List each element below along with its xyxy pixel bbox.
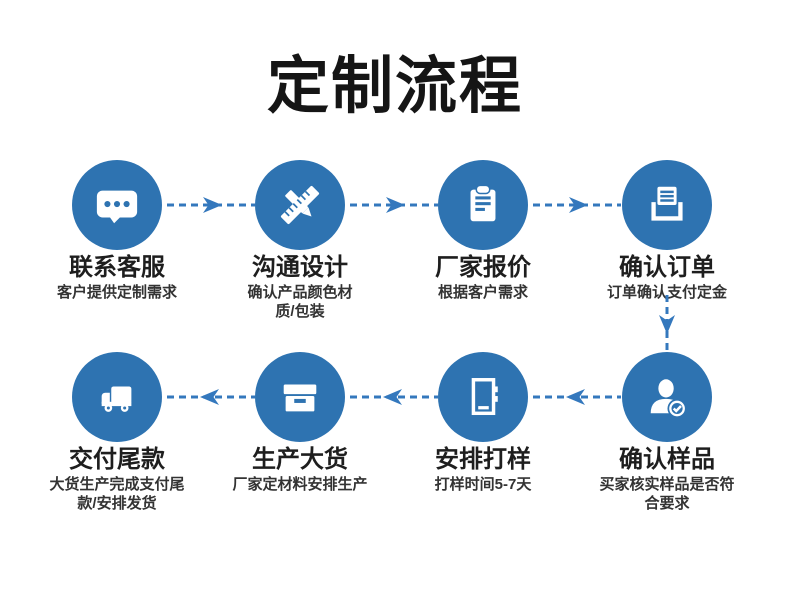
order-inbox-icon (651, 186, 683, 221)
step-subtitle-line: 客户提供定制需求 (56, 284, 177, 301)
flow-arrow-left-6-7 (350, 389, 438, 405)
ruler-pencil-icon (280, 185, 320, 225)
flow-step-sampling: 安排打样 打样时间5-7天 (400, 352, 566, 494)
step-subtitle-line: 质/包装 (275, 303, 325, 320)
step-title: 交付尾款 (69, 446, 165, 473)
truck-icon (101, 386, 132, 412)
step-subtitle-line: 根据客户需求 (437, 284, 528, 301)
step-title: 厂家报价 (435, 254, 531, 281)
step-subtitle-line: 订单确认支付定金 (606, 284, 727, 301)
flow-step-final-payment: 交付尾款 大货生产完成支付尾 款/安排发货 (34, 352, 200, 513)
step-title: 沟通设计 (252, 254, 348, 281)
step-title: 联系客服 (69, 254, 165, 281)
flow-arrow-down-4-5 (659, 295, 675, 351)
step-title: 确认订单 (619, 254, 715, 281)
step-circle (622, 352, 712, 442)
chat-bubble-icon (96, 190, 138, 224)
flow-step-confirm-sample: 确认样品 买家核实样品是否符 合要求 (584, 352, 750, 513)
step-subtitle-line: 大货生产完成支付尾 (49, 476, 185, 493)
step-subtitle-line: 打样时间5-7天 (434, 476, 532, 493)
step-title: 生产大货 (252, 446, 348, 473)
step-circle (255, 352, 345, 442)
step-subtitle-line: 买家核实样品是否符 (599, 476, 735, 493)
flow-arrow-right-2-3 (350, 197, 438, 213)
step-circle (438, 352, 528, 442)
step-circle (622, 160, 712, 250)
user-check-icon (650, 379, 687, 419)
step-title: 安排打样 (435, 446, 531, 473)
flow-arrow-right-3-4 (533, 197, 621, 213)
flow-arrow-left-7-8 (167, 389, 255, 405)
step-circle (255, 160, 345, 250)
flow-arrow-left-5-6 (533, 389, 621, 405)
step-circle (72, 160, 162, 250)
step-subtitle-line: 确认产品颜色材 (247, 284, 353, 301)
step-subtitle-line: 款/安排发货 (77, 495, 157, 512)
storage-box-icon (283, 384, 317, 412)
page-title: 定制流程 (266, 52, 523, 121)
sample-phone-icon (471, 378, 498, 416)
step-subtitle-line: 厂家定材料安排生产 (232, 476, 368, 493)
step-title: 确认样品 (619, 446, 715, 473)
flow-arrow-right-1-2 (167, 197, 255, 213)
step-circle (438, 160, 528, 250)
flow-step-confirm-order: 确认订单 订单确认支付定金 (584, 160, 750, 302)
flow-step-quote: 厂家报价 根据客户需求 (400, 160, 566, 302)
flow-step-contact-service: 联系客服 客户提供定制需求 (34, 160, 200, 302)
flow-step-bulk-production: 生产大货 厂家定材料安排生产 (217, 352, 383, 494)
step-subtitle-line: 合要求 (644, 495, 690, 512)
flow-step-design: 沟通设计 确认产品颜色材 质/包装 (217, 160, 383, 321)
step-circle (72, 352, 162, 442)
clipboard-icon (470, 184, 496, 222)
